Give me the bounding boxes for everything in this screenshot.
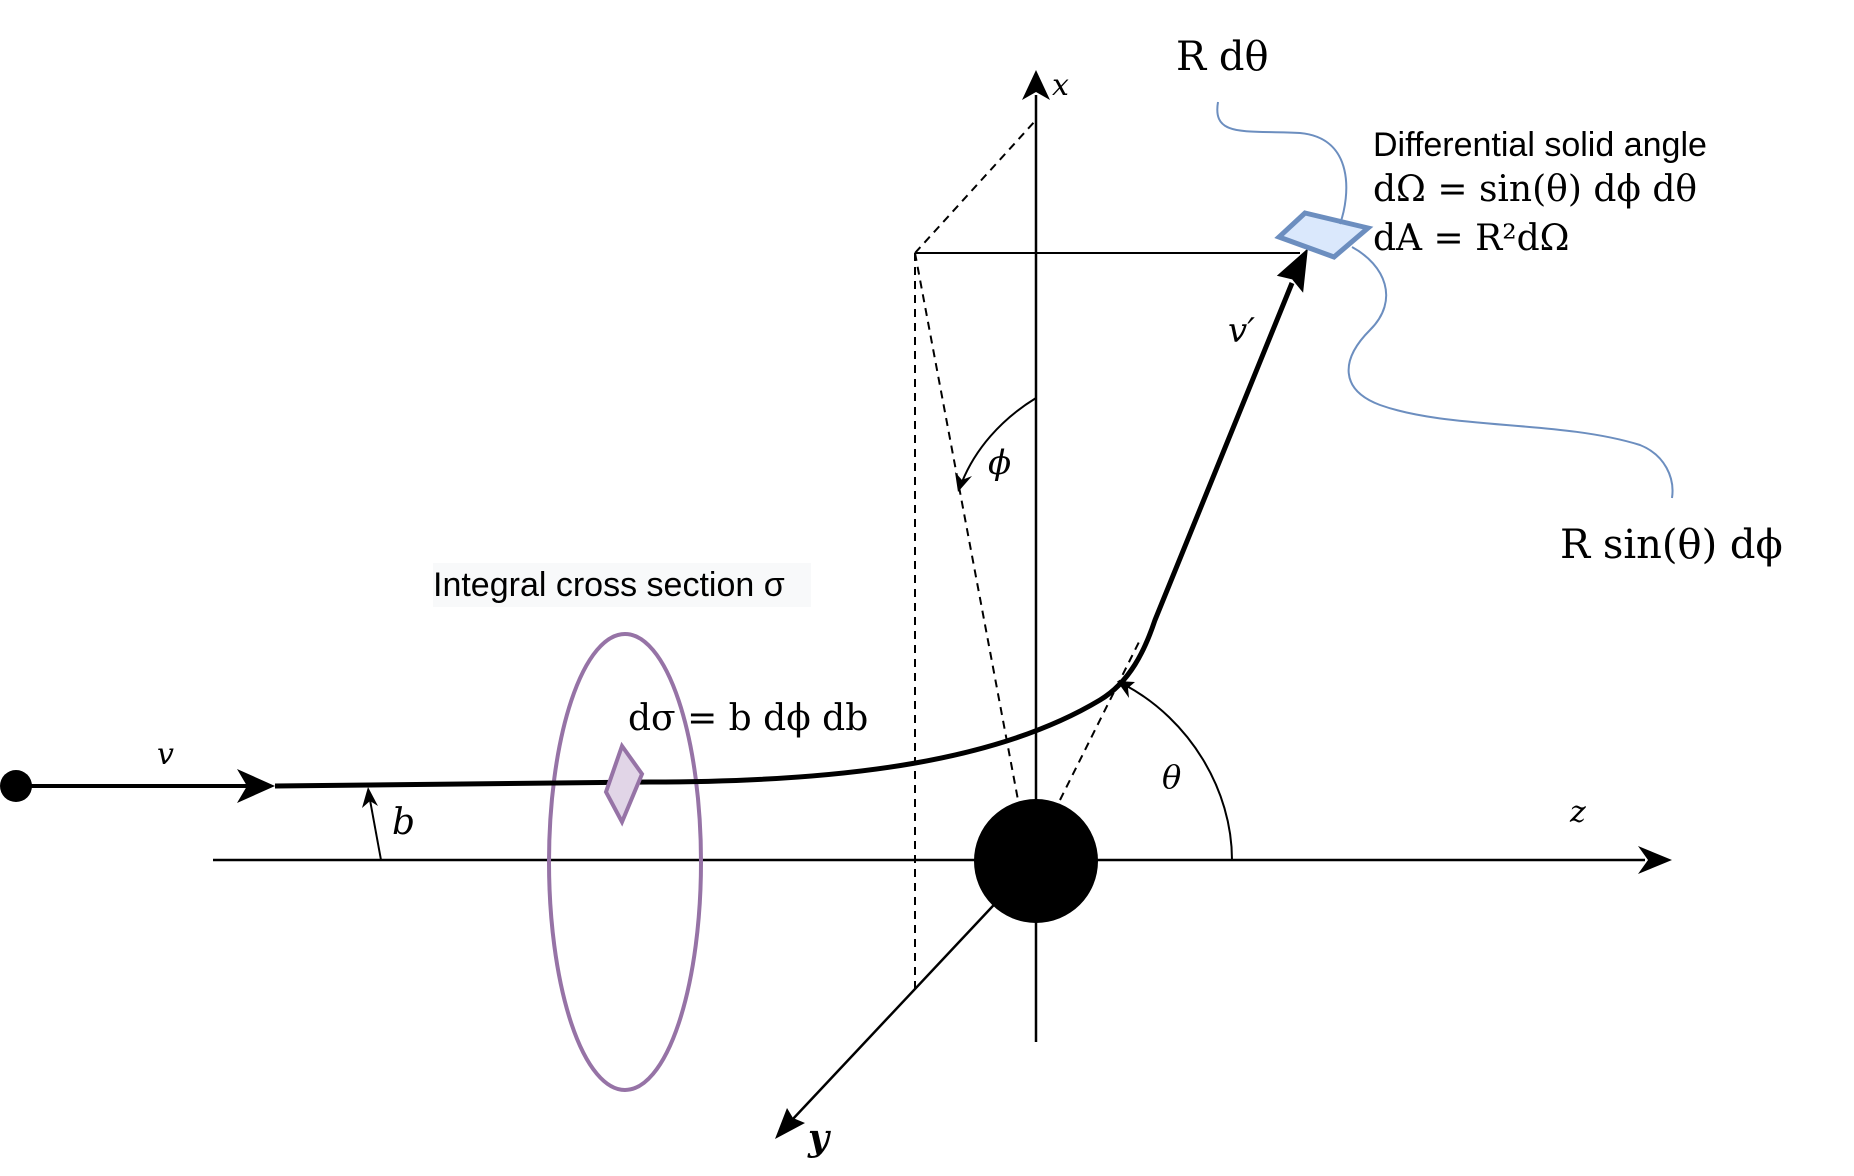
impact-parameter-arrow [362,787,382,861]
outgoing-velocity-label: v′ [1228,311,1255,351]
z-axis-label: z [1569,795,1586,830]
z-axis [213,846,1672,874]
phi-label: ϕ [988,443,1011,483]
impact-parameter-label: b [392,802,415,843]
cross-section-title: Integral cross section σ [433,566,785,604]
x-axis-label: x [1052,68,1069,103]
theta-label: θ [1162,758,1181,796]
d-sigma-element [603,741,645,827]
phi-angle-arc [955,397,1037,492]
r-dtheta-label: R dθ [1176,34,1269,80]
cross-section-ellipse [547,632,703,1092]
solid-angle-title: Differential solid angle [1373,126,1707,164]
projection-lines [914,119,1300,990]
particle-trajectory [16,248,1308,803]
solid-angle-patch [1274,210,1374,260]
cross-section-label-bg [433,563,811,607]
incoming-velocity-label: v [157,737,174,772]
scattering-center [974,799,1098,923]
d-sigma-formula: dσ = b dϕ db [628,698,868,739]
r-sin-dphi-label: R sin(θ) dϕ [1560,522,1783,568]
connector-curves [1216,101,1674,499]
incoming-particle [0,770,32,802]
y-axis-label: y [807,1117,831,1159]
d-omega-formula: dΩ = sin(θ) dϕ dθ [1373,169,1697,210]
d-area-formula: dA = R²dΩ [1373,218,1570,259]
